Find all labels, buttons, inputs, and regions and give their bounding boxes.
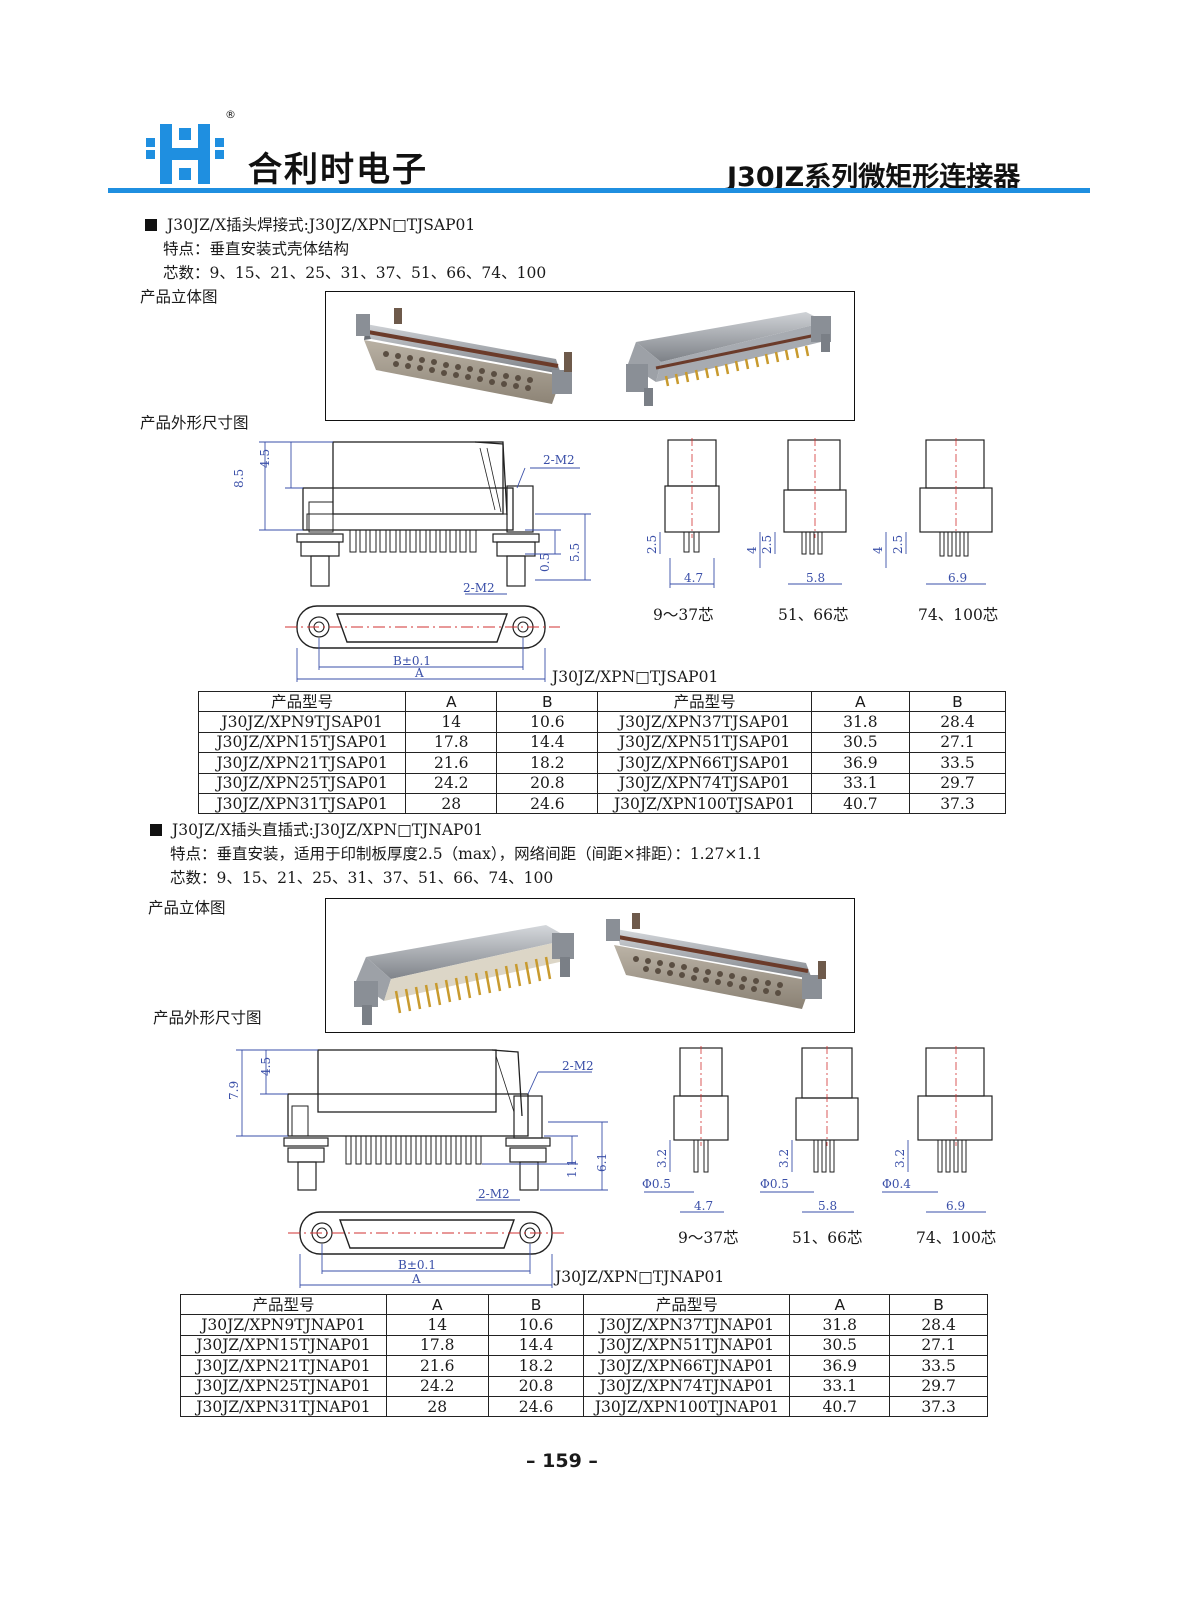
table-header-row: 产品型号 A B 产品型号 A B	[197, 690, 1007, 713]
pin-view-9-37: 3.2 Φ0.5 4.7	[642, 1046, 729, 1213]
dim-4-5: 4.5	[258, 449, 272, 468]
section1-title: J30JZ/X插头焊接式:J30JZ/XPN□TJSAP01	[145, 213, 475, 235]
svg-text:4: 4	[745, 546, 759, 554]
pin-caption-9-37: 9～37芯	[653, 606, 714, 624]
svg-text:3.2: 3.2	[777, 1149, 791, 1168]
pin-view-74-100: 4 2.5 6.9	[871, 438, 993, 585]
dim-2m2-bottom: 2-M2	[478, 1187, 510, 1201]
dim-2m2-bottom: 2-M2	[463, 581, 495, 595]
bullet-square-icon	[150, 824, 162, 836]
svg-text:6.9: 6.9	[946, 1199, 965, 1213]
svg-text:2.5: 2.5	[760, 535, 774, 554]
section2-outline-label: 产品外形尺寸图	[153, 1009, 262, 1027]
connector-3d-render	[354, 913, 826, 1025]
registered-mark: ®	[225, 108, 236, 121]
company-logo-icon	[146, 124, 224, 184]
svg-text:3.2: 3.2	[655, 1149, 669, 1168]
dim-a: A	[411, 1272, 421, 1286]
svg-text:Φ0.4: Φ0.4	[882, 1177, 911, 1191]
pin-caption-51-66: 51、66芯	[792, 1229, 863, 1247]
pin-caption-74-100: 74、100芯	[918, 606, 999, 624]
dim-2m2-top: 2-M2	[562, 1059, 594, 1073]
pin-view-74-100: 3.2 Φ0.4 6.9	[882, 1046, 993, 1213]
svg-text:Φ0.5: Φ0.5	[760, 1177, 789, 1191]
bullet-square-icon	[145, 219, 157, 231]
pin-view-51-66: 4 2.5 5.8	[745, 438, 847, 585]
section1-model-caption: J30JZ/XPN□TJSAP01	[552, 668, 719, 686]
pin-view-51-66: 3.2 Φ0.5 5.8	[760, 1046, 859, 1213]
section1-3d-view	[325, 291, 855, 421]
dim-8-5: 8.5	[232, 469, 246, 488]
svg-text:6.9: 6.9	[948, 571, 967, 585]
section2-3d-view	[325, 898, 855, 1033]
section1-3d-label: 产品立体图	[140, 288, 218, 306]
section2-outline-drawing: 4.5 7.9 2-M2 1.1 6.1 2-M2 B±0.1 A	[227, 1049, 609, 1288]
dim-2m2-top: 2-M2	[543, 453, 575, 467]
pin-caption-9-37: 9～37芯	[678, 1229, 739, 1247]
dim-7-9: 7.9	[227, 1081, 241, 1100]
header-rule	[108, 188, 1090, 193]
dim-5-5: 5.5	[568, 543, 582, 562]
dim-0-5: 0.5	[538, 553, 552, 572]
dim-1-1: 1.1	[565, 1159, 579, 1178]
section2-feature: 特点：垂直安装，适用于印制板厚度2.5（max），网络间距（间距×排距）：1.2…	[170, 845, 762, 863]
section1-pin-views: 2.5 4.7 4 2.5 5.8 4 2.5 6.9	[645, 438, 993, 588]
section2-pin-views: 3.2 Φ0.5 4.7 3.2 Φ0.5 5.8 3.2 Φ0.4 6.9	[642, 1046, 993, 1213]
section1-feature: 特点：垂直安装式壳体结构	[163, 240, 350, 258]
table-header-row: 产品型号 A B 产品型号 A B	[180, 1293, 988, 1316]
svg-text:3.2: 3.2	[893, 1149, 907, 1168]
pin-view-9-37: 2.5 4.7	[645, 438, 720, 588]
svg-text:Φ0.5: Φ0.5	[642, 1177, 671, 1191]
section1-outline-label: 产品外形尺寸图	[140, 414, 249, 432]
page-number: – 159 –	[526, 1450, 598, 1472]
dim-4-5: 4.5	[259, 1057, 273, 1076]
dim-a: A	[414, 666, 424, 680]
section2-3d-label: 产品立体图	[148, 899, 226, 917]
svg-text:4.7: 4.7	[694, 1199, 713, 1213]
dim-6-1: 6.1	[595, 1153, 609, 1172]
pin-caption-74-100: 74、100芯	[916, 1229, 997, 1247]
svg-text:4: 4	[871, 546, 885, 554]
section2-model-caption: J30JZ/XPN□TJNAP01	[555, 1268, 725, 1286]
svg-text:4.7: 4.7	[684, 571, 703, 585]
connector-3d-render	[356, 308, 831, 406]
section2-title: J30JZ/X插头直插式:J30JZ/XPN□TJNAP01	[150, 818, 483, 840]
dim-b: B±0.1	[393, 654, 431, 668]
series-title: J30JZ系列微矩形连接器	[727, 162, 1021, 193]
section1-outline-drawing: 4.5 8.5 2-M2 0.5 5.5 2-M2 B±0.1 A	[232, 441, 591, 682]
svg-text:2.5: 2.5	[891, 535, 905, 554]
dim-b: B±0.1	[398, 1258, 436, 1272]
svg-text:5.8: 5.8	[818, 1199, 837, 1213]
section2-cores: 芯数：9、15、21、25、31、37、51、66、74、100	[170, 869, 554, 887]
page-header: ® 合利时电子 J30JZ系列微矩形连接器	[0, 0, 1200, 205]
svg-text:5.8: 5.8	[806, 571, 825, 585]
brand-name: 合利时电子	[248, 150, 428, 190]
section1-cores: 芯数：9、15、21、25、31、37、51、66、74、100	[163, 264, 547, 282]
svg-text:2.5: 2.5	[645, 535, 659, 554]
pin-caption-51-66: 51、66芯	[778, 606, 849, 624]
